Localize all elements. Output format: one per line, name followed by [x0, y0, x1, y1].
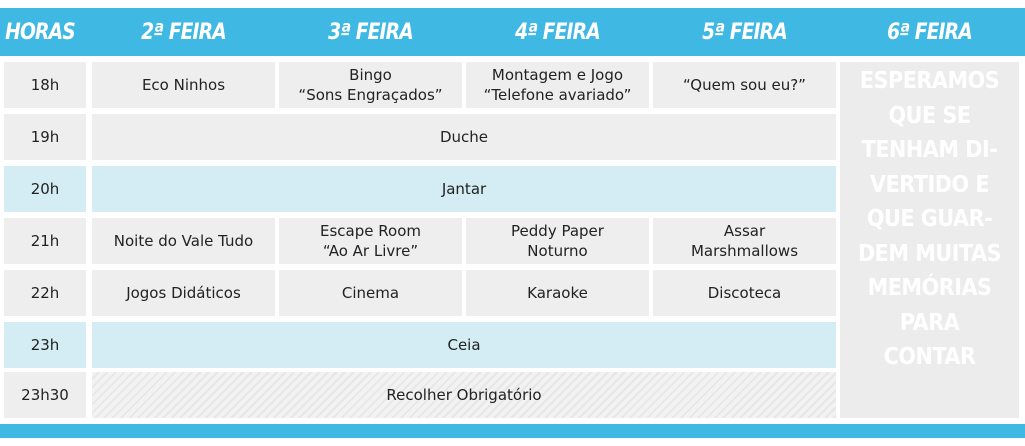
activity-cell-wide: Duche [92, 114, 836, 160]
activity-cell: Montagem e Jogo “Telefone avariado” [466, 62, 649, 108]
activity-cell: Bingo “Sons Engraçados” [279, 62, 462, 108]
header-day-friday: 6ª FEIRA [887, 19, 973, 45]
header-day-thursday: 5ª FEIRA [702, 19, 788, 45]
activity-cell: Cinema [279, 270, 462, 316]
friday-message: ESPERAMOS QUE SE TENHAM DI- VERTIDO E QU… [857, 68, 1002, 370]
header-horas: HORAS [5, 19, 75, 45]
activity-cell: Karaoke [466, 270, 649, 316]
activity-cell: Eco Ninhos [92, 62, 275, 108]
friday-panel: ESPERAMOS QUE SE TENHAM DI- VERTIDO E QU… [840, 62, 1019, 418]
header-day-monday: 2ª FEIRA [141, 19, 227, 45]
activity-cell: Jogos Didáticos [92, 270, 275, 316]
hour-cell: 21h [4, 218, 86, 264]
hour-cell: 22h [4, 270, 86, 316]
activity-cell: Peddy Paper Noturno [466, 218, 649, 264]
hour-cell: 19h [4, 114, 86, 160]
activity-cell: Assar Marshmallows [653, 218, 836, 264]
hour-cell: 23h [4, 322, 86, 368]
hour-cell: 23h30 [4, 372, 86, 418]
activity-cell-wide: Ceia [92, 322, 836, 368]
hour-cell: 18h [4, 62, 86, 108]
activity-cell: “Quem sou eu?” [653, 62, 836, 108]
footer-bar [0, 424, 1025, 438]
header-day-wednesday: 4ª FEIRA [515, 19, 601, 45]
activity-cell: Noite do Vale Tudo [92, 218, 275, 264]
header-bar [0, 8, 1025, 56]
activity-cell-wide: Jantar [92, 166, 836, 212]
activity-cell-wide: Recolher Obrigatório [92, 372, 836, 418]
activity-cell: Escape Room “Ao Ar Livre” [279, 218, 462, 264]
activity-cell: Discoteca [653, 270, 836, 316]
header-day-tuesday: 3ª FEIRA [328, 19, 414, 45]
hour-cell: 20h [4, 166, 86, 212]
